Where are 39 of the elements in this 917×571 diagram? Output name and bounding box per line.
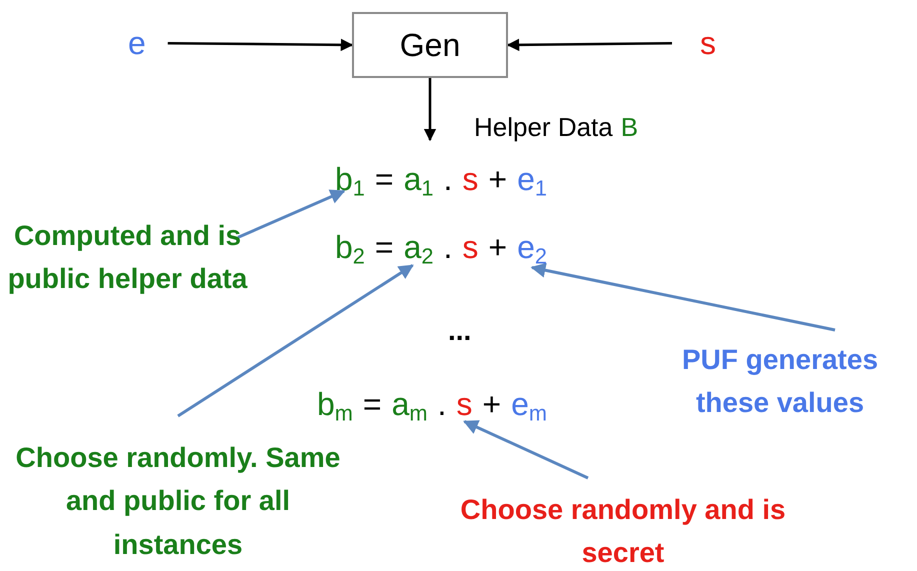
- variable-label: e: [128, 24, 146, 62]
- equation-term: .: [444, 228, 452, 266]
- heading-text: Helper Data: [474, 112, 613, 144]
- equation-term: e$_{m}$: [511, 385, 548, 427]
- equation-term: +: [488, 228, 508, 266]
- heading-text: B: [620, 112, 638, 144]
- equation-term: .: [444, 160, 452, 198]
- equation-term: +: [482, 385, 502, 424]
- annotation-text: Computed and is public helper data: [6, 219, 248, 296]
- annotation-text: Choose randomly. Same and public for all instances: [14, 441, 342, 562]
- arrow: [506, 38, 672, 52]
- equation-term: e$_{1}$: [517, 160, 547, 202]
- equation-term: a$_{1}$: [404, 160, 434, 202]
- equation-term: a$_{m}$: [392, 385, 428, 427]
- arrow: [424, 78, 436, 142]
- equation-term: e$_{2}$: [517, 228, 547, 270]
- leader-arrow: [530, 262, 836, 332]
- equation-term: s: [456, 385, 472, 424]
- equation-term: =: [374, 160, 394, 198]
- leader-arrow: [463, 420, 589, 480]
- equation-term: b$_{m}$: [317, 385, 353, 427]
- equation-term: =: [362, 385, 382, 424]
- equation-term: b$_{1}$: [335, 160, 365, 202]
- leader-arrow: [177, 264, 414, 418]
- annotation-text: PUF generates these values: [680, 343, 880, 420]
- equation-term: s: [462, 228, 478, 266]
- equation-term: a$_{2}$: [404, 228, 434, 270]
- box-label: Gen: [400, 26, 460, 64]
- annotation-text: Choose randomly and is secret: [459, 493, 787, 570]
- equation-term: +: [488, 160, 508, 198]
- equation-term: .: [438, 385, 446, 424]
- equation-term: s: [462, 160, 478, 198]
- equation-term: =: [374, 228, 394, 266]
- equation-term: b$_{2}$: [335, 228, 365, 270]
- process-box: [352, 12, 508, 78]
- leader-arrow: [237, 190, 346, 239]
- arrow: [168, 38, 354, 52]
- ellipsis-text: ...: [448, 315, 472, 347]
- variable-label: s: [700, 24, 716, 62]
